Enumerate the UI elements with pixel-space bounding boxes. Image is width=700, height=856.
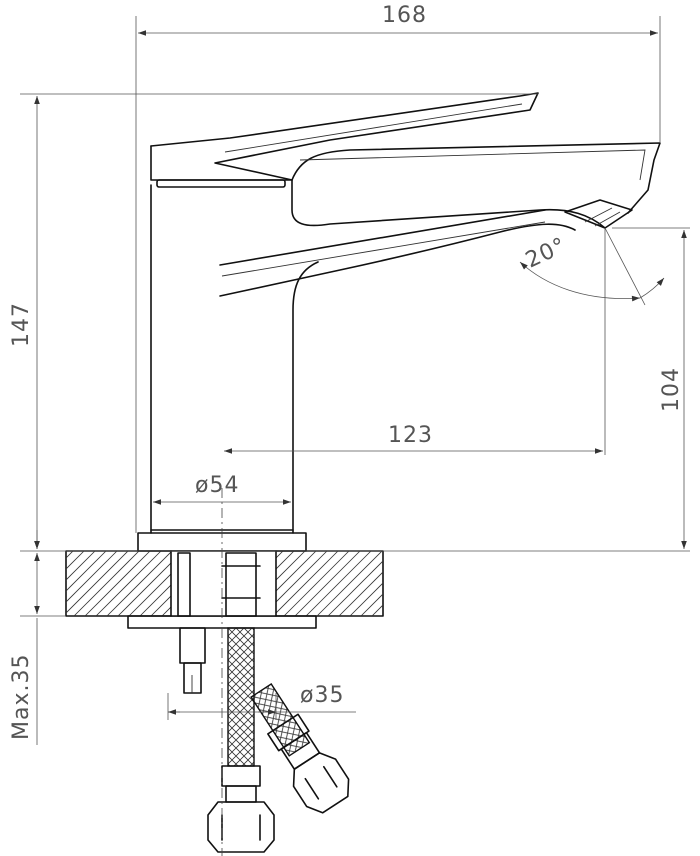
- hatch-line: [316, 551, 383, 616]
- hatch-line: [66, 551, 107, 592]
- hatch-line: [460, 551, 525, 616]
- countertop-section: [0, 550, 525, 617]
- hatch-line: [66, 551, 96, 581]
- hatch-line: [128, 573, 171, 616]
- dim-max-thickness: Max.35: [9, 530, 66, 745]
- hatch-line: [276, 551, 317, 592]
- max-thickness-label: Max.35: [9, 654, 34, 740]
- hatch-line: [66, 551, 74, 559]
- hatch-line: [416, 551, 481, 616]
- hatch-line: [382, 615, 383, 616]
- hatch-line: [73, 551, 140, 616]
- angle-label: 20°: [522, 233, 571, 273]
- dim-spout-reach: 123: [224, 423, 603, 454]
- hatch-line: [360, 593, 383, 616]
- hatch-line: [438, 551, 503, 616]
- hatch-line: [294, 551, 361, 616]
- hatch-line: [66, 551, 118, 603]
- hatch-line: [276, 551, 295, 570]
- hatch-line: [276, 551, 328, 603]
- hatch-line: [327, 560, 383, 616]
- hole-diameter-label: ø35: [300, 683, 344, 708]
- body-diameter-label: ø54: [195, 473, 239, 498]
- hatch-line: [305, 551, 372, 616]
- dim-hole-diameter: ø35: [167, 683, 356, 720]
- hatch-line: [139, 584, 171, 616]
- hatch-line: [349, 582, 383, 616]
- supply-hose-vertical: [207, 552, 275, 853]
- hatch-line: [449, 551, 514, 616]
- hatch-line: [150, 595, 171, 616]
- hatch-line: [283, 551, 350, 616]
- hatch-line: [276, 551, 339, 614]
- countertop-hatch-right: [276, 551, 525, 616]
- hatch-line: [394, 551, 459, 616]
- dim-overall-height: 147: [9, 93, 690, 552]
- hatch-line: [117, 562, 171, 616]
- hatch-line: [0, 551, 51, 616]
- overall-height-label: 147: [9, 302, 34, 347]
- hatch-line: [276, 551, 306, 581]
- hatch-line: [427, 551, 492, 616]
- hatch-line: [0, 551, 62, 616]
- hatch-line: [405, 551, 470, 616]
- hatch-line: [106, 551, 171, 616]
- supply-hose-angled: [250, 683, 350, 814]
- countertop-hatch-left: [0, 551, 171, 616]
- dim-overall-width: 168: [135, 3, 661, 533]
- spout-angle-indicator: 20°: [519, 227, 665, 455]
- hatch-line: [66, 551, 129, 614]
- spout-height-label: 104: [659, 367, 684, 412]
- hatch-line: [338, 571, 383, 616]
- hatch-line: [66, 551, 85, 570]
- hatch-line: [95, 551, 162, 616]
- dim-body-diameter: ø54: [153, 473, 291, 505]
- hatch-line: [84, 551, 151, 616]
- hatch-line: [371, 604, 383, 616]
- spout-reach-label: 123: [388, 423, 433, 448]
- dim-spout-height: 104: [612, 227, 690, 549]
- overall-width-label: 168: [382, 3, 427, 28]
